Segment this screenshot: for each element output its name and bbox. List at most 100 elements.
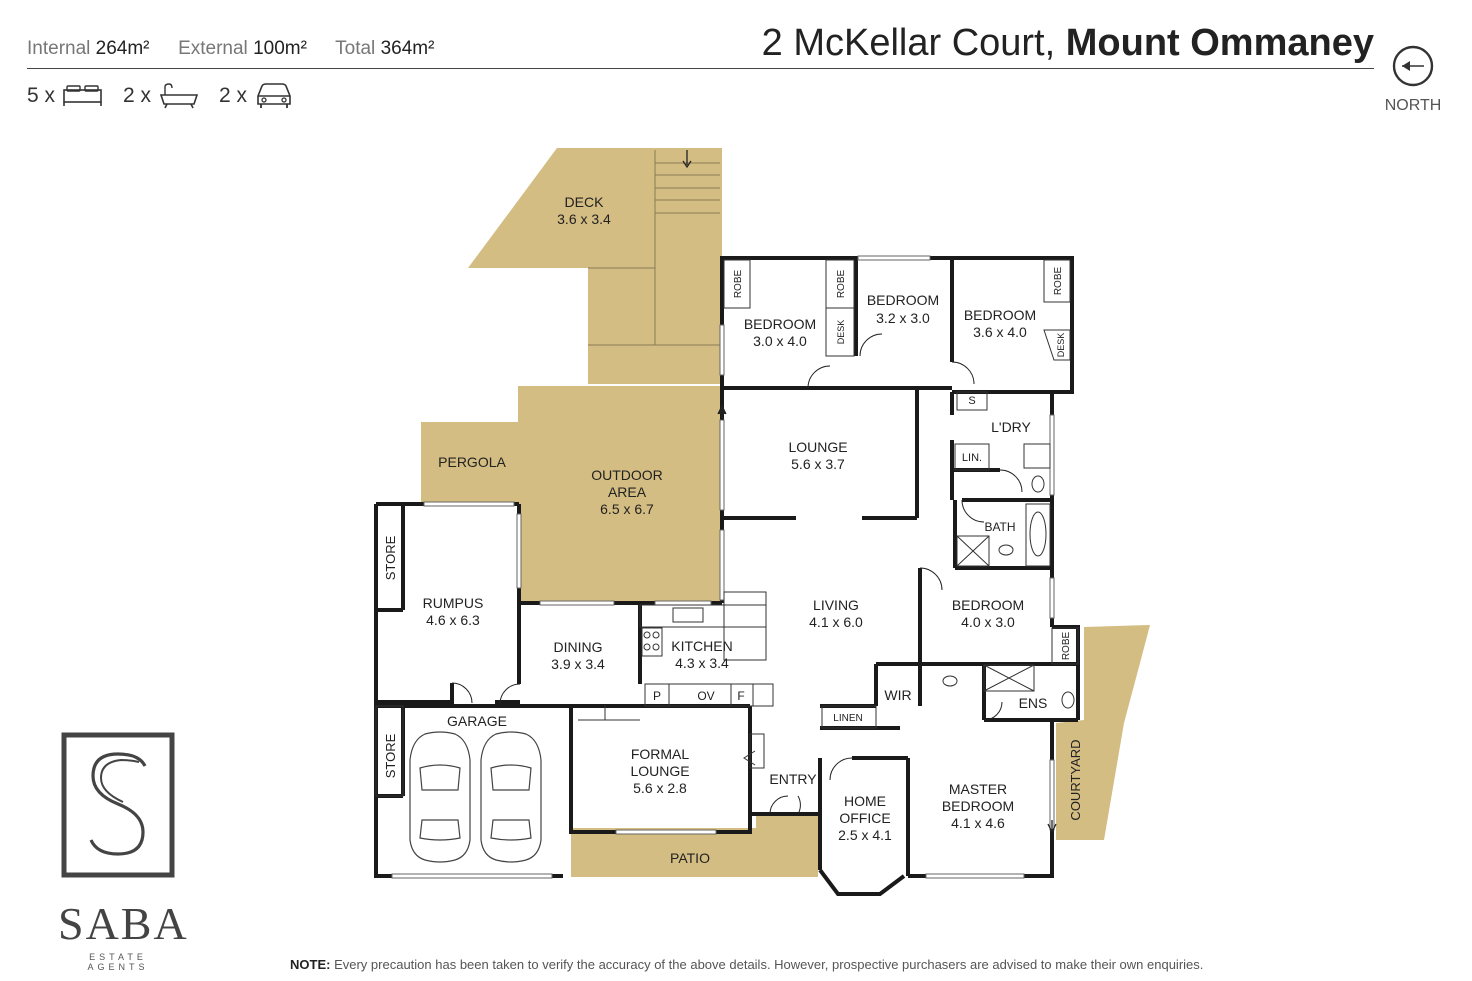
door-swings [451,333,1023,815]
header-divider [27,68,1374,69]
robe-bed3 [1043,259,1071,303]
deck-dim: 3.6 x 3.4 [557,211,611,227]
external-value: 100m² [253,38,307,59]
rumpus-name: RUMPUS [423,595,484,611]
car-count: 2 x [219,82,293,110]
robe-3-label: ROBE [1053,267,1064,296]
living-name: LIVING [813,597,859,613]
robe-2-label: ROBE [836,270,847,299]
outdoor-dim: 6.5 x 6.7 [600,501,654,517]
bedroom-4-name: BEDROOM [952,597,1024,613]
office-dim: 2.5 x 4.1 [838,827,892,843]
north-label: NORTH [1384,97,1442,114]
robe-bed1 [723,259,751,309]
room-labels: DECK 3.6 x 3.4 PERGOLA OUTDOOR AREA 6.5 … [423,194,1048,866]
courtyard-name: COURTYARD [1068,739,1083,820]
courtyard-area [1056,625,1150,840]
linen-cupboard [954,443,990,471]
deck-name: DECK [565,194,605,210]
address-suburb: Mount Ommaney [1065,22,1374,64]
outdoor-areas [421,148,1150,877]
entry-name: ENTRY [769,771,817,787]
formal-name-2: LOUNGE [630,763,689,779]
linen-short: LIN. [962,452,982,464]
property-address: 2 McKellar Court, Mount Ommaney [762,22,1374,65]
cooktop [641,627,663,657]
laundry-sink [956,391,988,411]
agency-brand: SABA [58,898,189,949]
bedroom-3-dim: 3.6 x 4.0 [973,324,1027,340]
area-summary: Internal 264m² External 100m² Total 364m… [27,38,434,60]
fixture-lines [578,475,1075,766]
deck-area [468,148,722,384]
car-count-label: 2 x [219,84,248,107]
patio-name: PATIO [670,850,710,866]
linen-name: LINEN [833,713,862,724]
garage-name: GARAGE [447,713,507,729]
store-1-name: STORE [383,535,398,580]
deck-stairs [588,150,722,346]
bath-count-label: 2 x [123,84,152,107]
outdoor-name-2: AREA [608,484,647,500]
office-name-2: OFFICE [839,810,890,826]
robe-1-label: ROBE [733,270,744,299]
outdoor-area-fill [518,386,722,604]
bedroom-4-dim: 4.0 x 3.0 [961,614,1015,630]
kitchen-name: KITCHEN [671,638,732,654]
lounge-name: LOUNGE [788,439,847,455]
outdoor-name-1: OUTDOOR [591,467,663,483]
master-dim: 4.1 x 4.6 [951,815,1005,831]
office-name-1: HOME [844,793,886,809]
courtyard-arrow-icon [1047,820,1057,834]
desk-2-label: DESK [836,320,846,345]
bedroom-3-name: BEDROOM [964,307,1036,323]
dining-name: DINING [554,639,603,655]
kitchen-dim: 4.3 x 3.4 [675,655,729,671]
bath-tub [1025,503,1051,567]
lounge-dim: 5.6 x 3.7 [791,456,845,472]
bathtub-icon [159,83,199,109]
bath-name: BATH [984,520,1015,534]
desk-3-label: DESK [1056,333,1066,358]
sink-label: S [968,395,975,407]
agency-tagline: ESTATE AGENTS [87,952,149,972]
outdoor-arrow-icon [717,404,727,420]
formal-dim: 5.6 x 2.8 [633,780,687,796]
dining-dim: 3.9 x 3.4 [551,656,605,672]
windows [391,255,1055,879]
robe-ens-label: ROBE [1061,632,1072,661]
formal-name-1: FORMAL [631,746,690,762]
patio-area [571,814,818,877]
car-icon [257,83,291,108]
fridge-space [752,683,774,707]
total-label: Total [335,38,376,59]
pergola-area [421,422,519,504]
rotated-labels: STORE STORE ROBE ROBE DESK ROBE DESK ROB… [383,267,1083,821]
rumpus-dim: 4.6 x 6.3 [426,612,480,628]
compass-icon [1392,45,1434,87]
garage-cars [409,731,542,863]
bedroom-2-name: BEDROOM [867,292,939,308]
bed-count-label: 5 x [27,84,56,107]
master-name-2: BEDROOM [942,798,1014,814]
entry-console [749,733,765,769]
bedroom-1-dim: 3.0 x 4.0 [753,333,807,349]
disclaimer-note: NOTE: Every precaution has been taken to… [290,957,1203,972]
note-text: Every precaution has been taken to verif… [334,957,1204,972]
bath-count: 2 x [123,83,199,109]
car-right-icon [480,731,542,863]
ens-name: ENS [1019,695,1048,711]
north-compass: NORTH [1378,44,1448,115]
internal-label: Internal [27,38,91,59]
master-name-1: MASTER [949,781,1007,797]
saba-monogram-icon [61,732,175,878]
bedroom-1-name: BEDROOM [744,316,816,332]
internal-value: 264m² [95,38,150,59]
fridge-label: F [737,689,744,703]
kitchen-sink [672,607,704,623]
fittings [375,259,1079,797]
laundry-name: L'DRY [991,419,1031,435]
store-2-name: STORE [383,733,398,778]
laundry-tub [1023,443,1051,469]
